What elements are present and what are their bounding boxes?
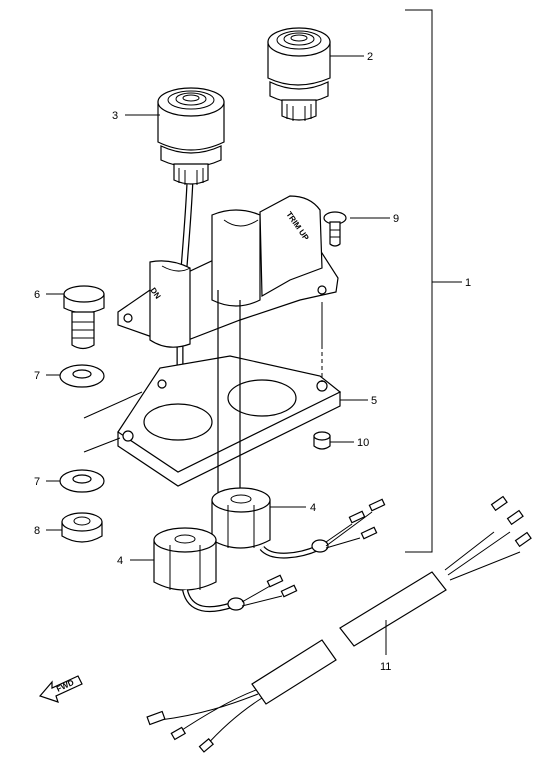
callout-7-lower: 7 <box>34 476 40 488</box>
callout-2: 2 <box>367 51 373 63</box>
harness-11 <box>146 495 532 753</box>
callout-7-upper: 7 <box>34 370 40 382</box>
callout-3: 3 <box>112 110 118 122</box>
callout-leaders <box>46 55 390 655</box>
callout-1: 1 <box>465 277 471 289</box>
callout-5: 5 <box>371 395 377 407</box>
callout-11: 11 <box>380 661 391 673</box>
fwd-arrow-icon: FWD <box>38 675 83 703</box>
nut-8 <box>61 512 103 543</box>
bolt-6 <box>63 285 105 350</box>
callout-4-lower: 4 <box>117 555 123 567</box>
switch-leads <box>182 498 386 613</box>
callout-labels: 1 2 3 4 4 5 6 7 7 8 9 10 11 <box>34 51 471 673</box>
callout-8: 8 <box>34 525 40 537</box>
callout-6: 6 <box>34 289 40 301</box>
callout-10: 10 <box>357 437 369 449</box>
callout-4-upper: 4 <box>310 502 316 514</box>
hex-nut-4-lower <box>153 527 217 591</box>
callout-9: 9 <box>393 213 399 225</box>
nut-10 <box>313 431 331 450</box>
switch-housing: TRIM UP DN <box>117 195 339 348</box>
washer-7-upper <box>59 364 105 388</box>
assembly-bracket-1 <box>405 9 462 553</box>
mounting-plate-5 <box>83 302 342 487</box>
screw-9 <box>323 211 347 247</box>
washer-7-lower <box>59 469 105 493</box>
